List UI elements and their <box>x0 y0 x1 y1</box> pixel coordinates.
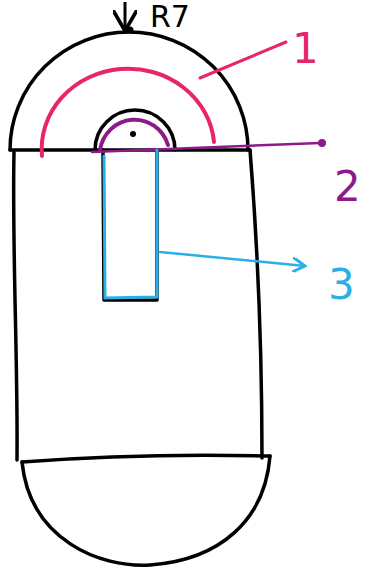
callout-number: 2 <box>334 166 361 208</box>
callout-number: 3 <box>328 264 355 306</box>
point-dot <box>130 131 136 137</box>
leader-line <box>160 252 305 266</box>
dimension-label: R7 <box>150 2 190 32</box>
leader-line <box>200 42 286 78</box>
leader-dot <box>318 139 326 147</box>
callout-number: 1 <box>292 28 319 70</box>
callout-outline <box>104 150 157 298</box>
callout-arc <box>42 69 214 156</box>
housing-outline <box>10 32 270 565</box>
point-dot <box>127 27 134 34</box>
leader-line <box>92 143 320 152</box>
callout-arc <box>100 120 168 150</box>
load-arrow <box>124 2 127 28</box>
